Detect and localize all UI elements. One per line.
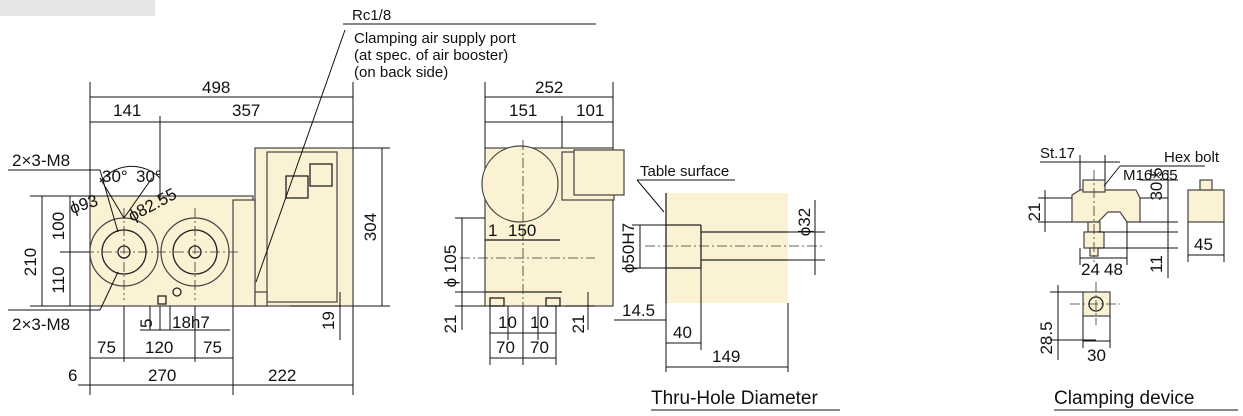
phi-105: ϕ 105 <box>441 245 460 288</box>
dim-304: 304 <box>361 213 380 241</box>
dim-6: 6 <box>68 366 77 385</box>
dim-270: 270 <box>148 366 176 385</box>
st17-label: St.17 <box>1040 145 1075 162</box>
table-surface-label: Table surface <box>640 163 729 180</box>
dim-28-5: 28.5 <box>1037 321 1056 354</box>
note-line-2: (at spec. of air booster) <box>354 47 508 64</box>
dim-1: 1 <box>488 221 497 240</box>
phi-50h7: ϕ50H7 <box>619 223 638 273</box>
dim-149: 149 <box>712 347 740 366</box>
thru-hole-view <box>636 179 825 303</box>
dim-141: 141 <box>113 101 141 120</box>
dim-75a: 75 <box>97 338 116 357</box>
dim-110: 110 <box>49 266 68 293</box>
dim-101: 101 <box>576 101 604 120</box>
dim-45: 45 <box>1194 235 1213 254</box>
note-line-3: (on back side) <box>354 64 448 81</box>
m16-label: M16×65 <box>1123 167 1178 184</box>
dim-24: 24 <box>1081 260 1100 279</box>
dim-70a: 70 <box>496 338 515 357</box>
dim-30: 30 <box>1087 346 1106 365</box>
dim-210: 210 <box>21 248 40 276</box>
top-view-dims <box>8 23 596 395</box>
dim-40: 40 <box>673 323 692 342</box>
dim-75b: 75 <box>203 338 222 357</box>
note-line-1: Clamping air supply port <box>354 30 517 47</box>
dim-498: 498 <box>202 78 230 97</box>
clamp-view <box>1070 170 1225 325</box>
dim-70b: 70 <box>530 338 549 357</box>
dim-252: 252 <box>535 78 563 97</box>
hex-bolt-label: Hex bolt <box>1164 149 1220 166</box>
dim-10b: 10 <box>530 313 549 332</box>
top-view <box>84 29 354 307</box>
motor-inner <box>266 151 338 303</box>
view3-labels: Table surface ϕ50H7 ϕ32 14.5 40 149 Thru… <box>619 163 840 411</box>
dim-21b: 21 <box>569 315 588 334</box>
dim-30-5: 30.5 <box>1147 167 1166 200</box>
dim-151: 151 <box>509 101 537 120</box>
clamp-view-dims <box>1038 155 1225 360</box>
angle-30a: 30° <box>102 167 128 186</box>
dim-11: 11 <box>1147 255 1166 273</box>
side-view <box>460 140 625 320</box>
dim-21c: 21 <box>1025 203 1044 222</box>
dim-14-5: 14.5 <box>622 301 655 320</box>
dim-357: 357 <box>232 101 260 120</box>
dim-21a: 21 <box>441 315 460 334</box>
m8-top: 2×3-M8 <box>12 151 70 170</box>
view4-labels: Hex bolt M16×65 St.17 30.5 21 24 48 11 4… <box>1025 145 1238 411</box>
side-view-dims <box>455 82 614 365</box>
m8-bot: 2×3-M8 <box>12 315 70 334</box>
phi-32: ϕ32 <box>795 208 814 236</box>
dim-5: 5 <box>137 319 156 328</box>
caption-clamping: Clamping device <box>1054 388 1194 409</box>
dim-19: 19 <box>319 311 338 330</box>
angle-30b: 30° <box>136 167 162 186</box>
dim-150: 150 <box>508 221 536 240</box>
thru-hole-dims <box>614 200 825 372</box>
header-tab <box>0 0 155 16</box>
dim-120: 120 <box>145 338 173 357</box>
dim-48: 48 <box>1104 260 1123 279</box>
dim-100: 100 <box>49 212 68 240</box>
thru-hole-body <box>666 193 788 303</box>
rc-label: Rc1/8 <box>352 7 391 24</box>
dim-10a: 10 <box>498 313 517 332</box>
caption-thru-hole: Thru-Hole Diameter <box>651 388 818 409</box>
view2-labels: 252 151 101 ϕ 105 1 150 21 10 10 21 70 7… <box>441 78 604 357</box>
dim-222: 222 <box>268 366 296 385</box>
dim-18h7: 18h7 <box>172 313 210 332</box>
